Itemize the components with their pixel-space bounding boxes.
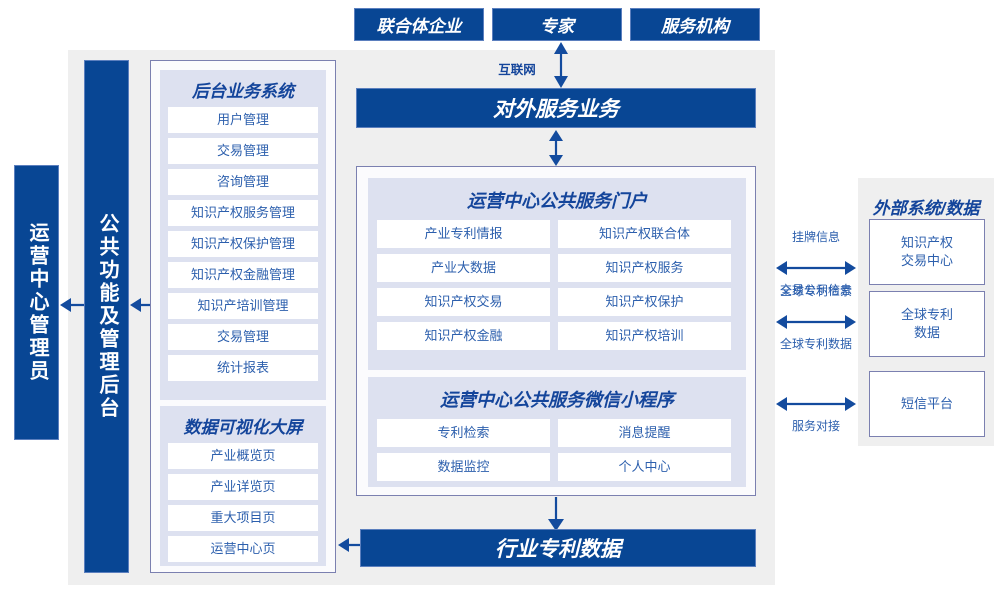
dataviz-item[interactable]: 运营中心页 [168, 536, 318, 562]
public-service-panel: 运营中心公共服务门户 产业专利情报 知识产权联合体 产业大数据 知识产权服务 知… [356, 166, 756, 496]
ext-connector-label-bottom-1: 交易公示信息 [779, 283, 852, 297]
miniprogram-item[interactable]: 专利检索 [377, 419, 550, 447]
backend-item[interactable]: 知识产权服务管理 [168, 200, 318, 226]
external-systems-title: 外部系统/数据 [872, 199, 980, 218]
miniprogram-group-title: 运营中心公共服务微信小程序 [440, 390, 674, 410]
ext-connector-label-bottom-3: 服务对接 [791, 419, 840, 433]
backend-business-group: 后台业务系统 用户管理 交易管理 咨询管理 知识产权服务管理 知识产权保护管理 … [160, 70, 326, 400]
external-box-sms-platform[interactable]: 短信平台 [869, 371, 985, 437]
industry-patent-data-bar[interactable]: 行业专利数据 [360, 529, 756, 567]
portal-to-data-arrow-icon [548, 497, 564, 531]
backend-item[interactable]: 交易管理 [168, 138, 318, 164]
dataviz-item[interactable]: 产业概览页 [168, 443, 318, 469]
backend-item[interactable]: 统计报表 [168, 355, 318, 381]
ext-connector-arrow-3-icon [776, 397, 856, 411]
backend-item[interactable]: 咨询管理 [168, 169, 318, 195]
ext-connector-label-top-1: 挂牌信息 [791, 230, 840, 244]
ext-connector-arrow-2-icon [776, 315, 856, 329]
admin-rail[interactable]: 运营中心管理员 [14, 165, 59, 440]
internet-label: 互联网 [498, 63, 536, 77]
service-portal-group: 运营中心公共服务门户 产业专利情报 知识产权联合体 产业大数据 知识产权服务 知… [368, 178, 746, 370]
backend-item[interactable]: 知识产权金融管理 [168, 262, 318, 288]
actor-bar-consortium[interactable]: 联合体企业 [354, 8, 484, 41]
actor-bar-expert[interactable]: 专家 [492, 8, 622, 41]
backend-business-group-title: 后台业务系统 [192, 82, 294, 101]
common-function-rail-label: 公共功能及管理后台 [96, 213, 118, 420]
portal-item[interactable]: 产业专利情报 [377, 220, 550, 248]
backend-item[interactable]: 用户管理 [168, 107, 318, 133]
service-to-portal-arrow-icon [549, 130, 563, 166]
miniprogram-item[interactable]: 数据监控 [377, 453, 550, 481]
miniprogram-item[interactable]: 个人中心 [558, 453, 731, 481]
actor-bar-service-org[interactable]: 服务机构 [630, 8, 760, 41]
ext-connector-label-bottom-2: 全球专利数据 [779, 337, 852, 351]
portal-item[interactable]: 知识产权金融 [377, 322, 550, 350]
portal-item[interactable]: 知识产权服务 [558, 254, 731, 282]
ext-connector-arrow-1-icon [776, 261, 856, 275]
portal-item[interactable]: 知识产权交易 [377, 288, 550, 316]
dataviz-item[interactable]: 重大项目页 [168, 505, 318, 531]
backend-item[interactable]: 知识产培训管理 [168, 293, 318, 319]
external-box-global-patent-data[interactable]: 全球专利 数据 [869, 291, 985, 357]
backend-item[interactable]: 交易管理 [168, 324, 318, 350]
portal-item[interactable]: 知识产权联合体 [558, 220, 731, 248]
data-visualization-group-title: 数据可视化大屏 [183, 418, 303, 437]
miniprogram-group: 运营中心公共服务微信小程序 专利检索 消息提醒 数据监控 个人中心 [368, 377, 746, 487]
ext-connector-label-top-2: 全球专利检索 [779, 284, 852, 298]
portal-item[interactable]: 知识产权培训 [558, 322, 731, 350]
external-box-ip-exchange[interactable]: 知识产权 交易中心 [869, 219, 985, 285]
common-function-rail[interactable]: 公共功能及管理后台 [84, 60, 129, 573]
external-service-bar[interactable]: 对外服务业务 [356, 88, 756, 128]
backend-systems-panel: 后台业务系统 用户管理 交易管理 咨询管理 知识产权服务管理 知识产权保护管理 … [150, 60, 336, 573]
dataviz-item[interactable]: 产业详览页 [168, 474, 318, 500]
portal-item[interactable]: 产业大数据 [377, 254, 550, 282]
miniprogram-item[interactable]: 消息提醒 [558, 419, 731, 447]
backend-item[interactable]: 知识产权保护管理 [168, 231, 318, 257]
internet-arrow-icon [554, 42, 568, 88]
portal-item[interactable]: 知识产权保护 [558, 288, 731, 316]
data-visualization-group: 数据可视化大屏 产业概览页 产业详览页 重大项目页 运营中心页 [160, 406, 326, 566]
admin-rail-label: 运营中心管理员 [26, 222, 48, 383]
service-portal-group-title: 运营中心公共服务门户 [467, 191, 647, 211]
